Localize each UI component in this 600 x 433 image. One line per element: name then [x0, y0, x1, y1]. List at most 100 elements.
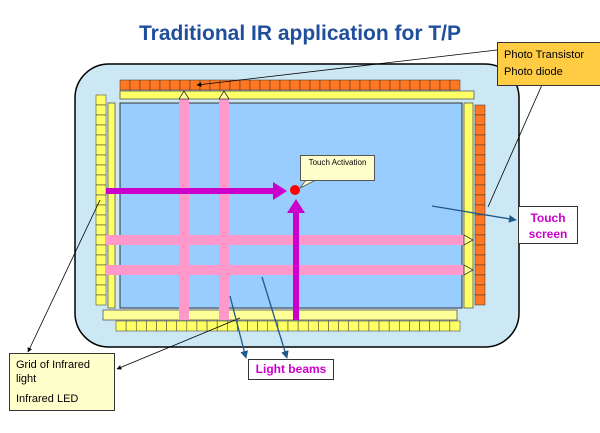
sensor-segment	[279, 79, 291, 91]
sensor-segment	[474, 294, 486, 306]
led-segment	[125, 320, 137, 332]
sensor-segment	[259, 79, 271, 91]
sensor-segment	[249, 79, 261, 91]
sensor-segment	[474, 224, 486, 236]
light-beams-pointer-2	[261, 276, 289, 359]
photo-transistor-label: Photo Transistor	[504, 49, 585, 61]
led-segment	[186, 320, 198, 332]
led-segment	[378, 320, 390, 332]
sensor-segment	[409, 79, 421, 91]
sensor-segment	[474, 274, 486, 286]
active-vertical-beam-arrowhead	[287, 199, 305, 213]
sensor-segment	[474, 144, 486, 156]
led-segment	[95, 144, 107, 156]
grid-infrared-light-label: Grid of Infrared light	[16, 359, 90, 385]
sensor-segment	[269, 79, 281, 91]
sensor-segment	[129, 79, 141, 91]
led-segment	[95, 184, 107, 196]
infrared-led-label: Infrared LED	[16, 393, 79, 405]
infrared-led-callout: Grid of Infrared light Infrared LED	[9, 353, 115, 411]
sensor-segment	[474, 194, 486, 206]
led-segment	[449, 320, 461, 332]
led-segment	[115, 320, 127, 332]
sensor-segment	[474, 114, 486, 126]
led-segment	[95, 274, 107, 286]
horizontal-light-beam-2	[106, 265, 464, 275]
sensor-segment	[474, 104, 486, 116]
active-horizontal-beam-arrowhead	[273, 182, 287, 200]
led-segment	[358, 320, 370, 332]
led-segment	[95, 254, 107, 266]
beam-arrowhead-top-1	[178, 90, 190, 100]
photo-transistor-callout: Photo Transistor Photo diode	[497, 42, 600, 86]
sensor-segment	[474, 264, 486, 276]
light-beams-pointer-1	[229, 295, 249, 359]
led-segment	[95, 234, 107, 246]
led-segment	[95, 174, 107, 186]
led-segment	[247, 320, 258, 332]
led-segment	[95, 124, 107, 136]
sensor-segment	[474, 174, 486, 186]
sensor-segment	[419, 79, 431, 91]
touch-activation-label: Touch Activation	[300, 155, 375, 181]
diagram-title: Traditional IR application for T/P	[138, 22, 462, 45]
top-led-bar	[119, 90, 475, 100]
led-segment	[95, 194, 107, 206]
led-segment	[95, 214, 107, 226]
led-segment	[95, 104, 107, 116]
led-segment	[95, 284, 107, 296]
beam-arrowhead-right-1	[463, 234, 474, 246]
sensor-segment	[119, 79, 131, 91]
photo-diode-label: Photo diode	[504, 66, 563, 78]
sensor-segment	[339, 79, 351, 91]
led-segment	[328, 320, 339, 332]
led-segment	[95, 224, 107, 236]
led-segment	[297, 320, 309, 332]
led-segment	[216, 320, 228, 332]
sensor-segment	[139, 79, 151, 91]
sensor-segment	[379, 79, 391, 91]
right-sensor-strip	[474, 104, 486, 306]
led-segment	[95, 204, 107, 216]
horizontal-light-beam-1	[106, 235, 464, 245]
touch-screen-label: Touch screen	[518, 206, 578, 244]
led-segment	[307, 320, 319, 332]
sensor-segment	[429, 79, 441, 91]
sensor-segment	[229, 79, 241, 91]
led-segment	[166, 320, 177, 332]
active-vertical-beam	[293, 212, 299, 320]
led-segment	[95, 264, 107, 276]
bottom-led-strip	[115, 320, 461, 332]
sensor-segment	[349, 79, 361, 91]
left-inner-bar	[107, 102, 116, 309]
light-beams-label: Light beams	[248, 359, 334, 380]
led-segment	[439, 320, 451, 332]
beam-arrowhead-top-2	[218, 90, 230, 100]
sensor-segment	[309, 79, 321, 91]
led-segment	[399, 320, 410, 332]
sensor-segment	[399, 79, 411, 91]
sensor-segment	[474, 184, 486, 196]
sensor-segment	[449, 79, 461, 91]
sensor-segment	[474, 234, 486, 246]
sensor-segment	[474, 214, 486, 226]
sensor-segment	[474, 124, 486, 136]
led-segment	[318, 320, 329, 332]
top-sensor-strip	[119, 79, 461, 91]
sensor-segment	[474, 134, 486, 146]
sensor-segment	[359, 79, 371, 91]
sensor-segment	[474, 164, 486, 176]
left-led-strip	[95, 94, 107, 306]
sensor-segment	[329, 79, 341, 91]
sensor-segment	[474, 254, 486, 266]
led-segment	[338, 320, 349, 332]
led-segment	[409, 320, 420, 332]
sensor-segment	[369, 79, 381, 91]
led-segment	[176, 320, 188, 332]
sensor-segment	[474, 154, 486, 166]
sensor-segment	[149, 79, 161, 91]
infrared-led-pointer-1	[27, 199, 101, 353]
sensor-segment	[159, 79, 171, 91]
sensor-segment	[474, 284, 486, 296]
